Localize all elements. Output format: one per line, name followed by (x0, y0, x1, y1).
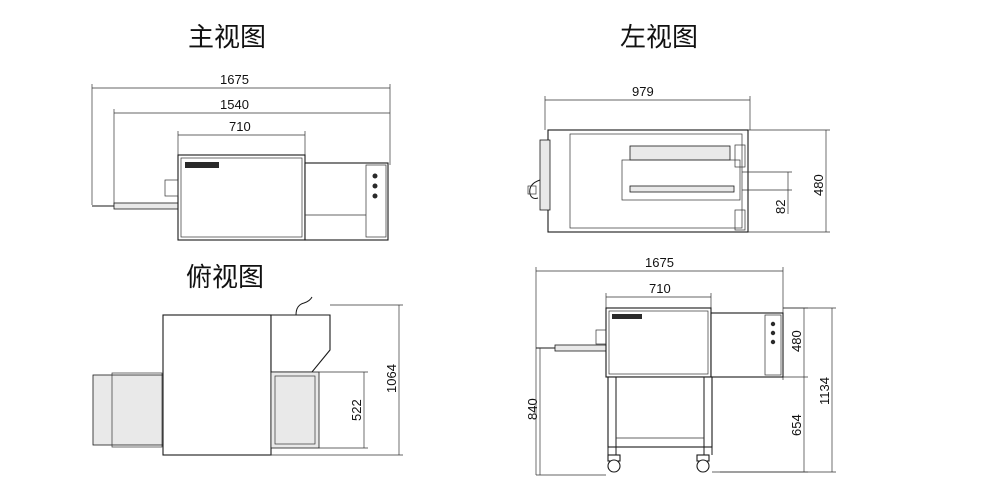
top-belt-right (270, 371, 320, 449)
stand-dim-840-label: 840 (525, 398, 540, 420)
top-control-housing (270, 314, 331, 373)
stand-oven-body (605, 307, 712, 378)
left-handle (539, 139, 551, 211)
caster-right (696, 454, 710, 473)
stand-dim-710-label: 710 (649, 281, 671, 296)
stand-view: 1675 710 (525, 255, 836, 476)
left-plug (529, 179, 541, 199)
stand-frame (607, 376, 713, 448)
stand-dim-840: 840 (525, 348, 606, 476)
front-dim-1540: 1540 (113, 97, 390, 205)
top-belt-left (92, 374, 167, 446)
front-view: 1675 1540 710 (91, 72, 391, 241)
stand-dim-654: 654 (712, 377, 808, 473)
front-dim-1675-label: 1675 (220, 72, 249, 87)
top-view: 1064 522 (92, 296, 403, 456)
stand-dim-480: 480 (783, 307, 808, 378)
stand-dim-1134: 1134 (720, 307, 836, 473)
front-view-title: 主视图 (188, 23, 266, 53)
stand-dim-1134-label: 1134 (817, 377, 832, 405)
stand-dim-710: 710 (605, 281, 712, 312)
left-opening (629, 145, 731, 161)
left-dim-82-label: 82 (773, 200, 788, 214)
top-dim-1064: 1064 (270, 304, 403, 456)
left-dim-979-label: 979 (632, 84, 654, 99)
left-dim-480: 480 (748, 129, 830, 233)
top-dim-522-label: 522 (349, 399, 364, 421)
front-control-knob (372, 173, 378, 179)
stand-logo-plate (612, 314, 642, 319)
caster-left (607, 454, 621, 473)
front-dim-1675: 1675 (91, 72, 391, 205)
left-view-title: 左视图 (620, 23, 698, 53)
front-logo-plate (185, 162, 219, 168)
top-view-title: 俯视图 (186, 263, 264, 293)
stand-dim-1675: 1675 (535, 255, 784, 475)
left-dim-82: 82 (742, 171, 792, 214)
left-view: 979 480 82 (527, 84, 830, 233)
left-oven-body (547, 129, 749, 233)
left-dim-480-label: 480 (811, 174, 826, 196)
front-dim-710-label: 710 (229, 119, 251, 134)
left-dim-979: 979 (544, 84, 751, 130)
stand-dim-1675-label: 1675 (645, 255, 674, 270)
front-dim-1540-label: 1540 (220, 97, 249, 112)
top-dim-1064-label: 1064 (384, 364, 399, 393)
top-oven-body (162, 314, 272, 456)
top-dim-522: 522 (319, 371, 368, 449)
stand-dim-654-label: 654 (789, 414, 804, 436)
front-dim-710: 710 (177, 119, 306, 160)
stand-dim-480-label: 480 (789, 330, 804, 352)
